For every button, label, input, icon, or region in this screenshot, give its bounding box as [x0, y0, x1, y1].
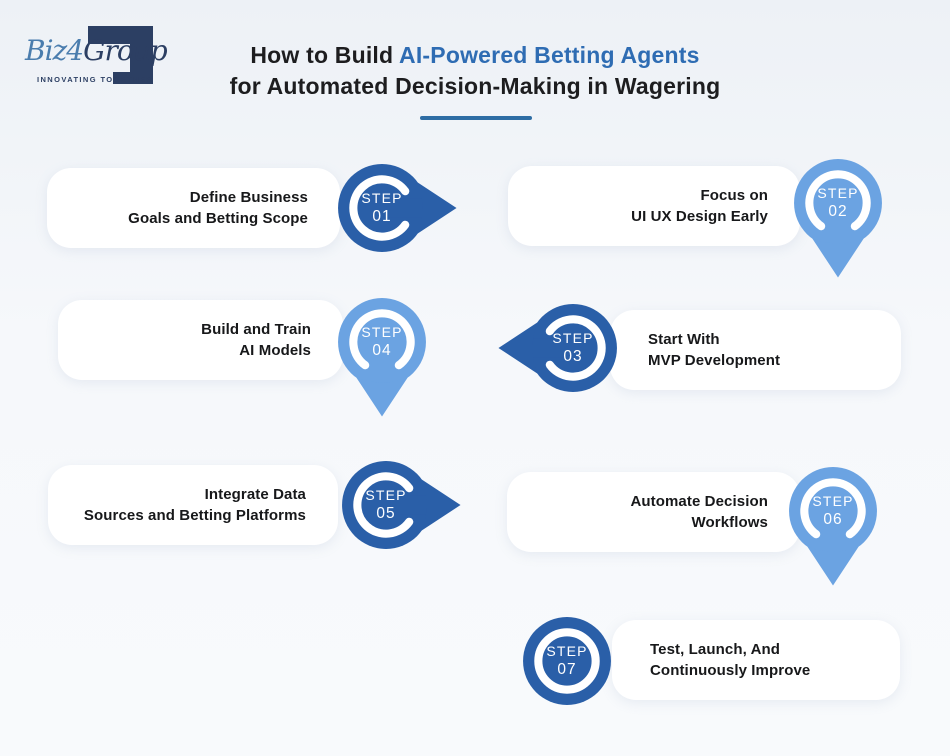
step-title: Start With MVP Development	[648, 331, 781, 369]
step-card-2: Focus on UI UX Design Early	[508, 166, 800, 246]
step-badge-3: STEP 03	[487, 262, 659, 434]
title-divider	[420, 116, 532, 120]
step-badge-4: STEP 04	[296, 256, 468, 428]
step-badge-label: STEP 02	[752, 117, 924, 289]
step-word: STEP	[812, 493, 854, 509]
title-plain-text: How to Build	[250, 42, 394, 68]
step-card-1: Define Business Goals and Betting Scope	[47, 168, 340, 248]
step-badge-label: STEP 03	[487, 262, 659, 434]
step-card-6: Automate Decision Workflows	[507, 472, 800, 552]
step-badge-label: STEP 05	[300, 419, 472, 591]
step-word: STEP	[361, 324, 403, 340]
step-title: Test, Launch, And Continuously Improve	[650, 641, 811, 679]
step-card-5: Integrate Data Sources and Betting Platf…	[48, 465, 338, 545]
step-badge-label: STEP 06	[747, 425, 919, 597]
step-number: 07	[557, 661, 577, 678]
step-title: Focus on UI UX Design Early	[631, 187, 768, 225]
brand-logo: Biz4Group INNOVATING TOGETHER	[25, 18, 175, 96]
logo-tagline: INNOVATING TOGETHER	[37, 75, 154, 84]
step-badge-6: STEP 06	[747, 425, 919, 597]
circular-arrow-down-icon	[338, 298, 426, 417]
title-highlight: AI-Powered Betting Agents	[399, 42, 700, 68]
logo-word-group: Group	[83, 34, 168, 67]
circular-arrow-right-icon	[342, 461, 461, 549]
step-number: 03	[563, 348, 583, 365]
logo-bracket-shape	[113, 72, 133, 84]
logo-wordmark: Biz4Group	[25, 34, 168, 67]
logo-word-biz: Biz	[25, 34, 67, 67]
step-badge-2: STEP 02	[752, 117, 924, 289]
step-word: STEP	[552, 330, 594, 346]
step-badge-label: STEP 01	[296, 122, 468, 294]
page-title: How to Build AI-Powered Betting Agents f…	[0, 40, 950, 102]
page-header: How to Build AI-Powered Betting Agents f…	[0, 40, 950, 102]
logo-bracket-shape	[130, 26, 153, 84]
step-badge-7: STEP 07	[481, 575, 653, 747]
step-card-4: Build and Train AI Models	[58, 300, 343, 380]
step-number: 01	[372, 208, 392, 225]
step-badge-label: STEP 07	[481, 575, 653, 747]
step-title: Automate Decision Workflows	[630, 493, 768, 531]
logo-word-4: 4	[66, 34, 84, 67]
title-line2: for Automated Decision-Making in Wagerin…	[229, 73, 721, 99]
step-badge-1: STEP 01	[296, 122, 468, 294]
step-title: Integrate Data Sources and Betting Platf…	[83, 486, 306, 524]
step-number: 04	[372, 342, 392, 359]
step-title: Build and Train AI Models	[201, 321, 311, 359]
step-badge-label: STEP 04	[296, 256, 468, 428]
step-word: STEP	[361, 190, 403, 206]
circular-arrow-down-icon	[794, 159, 882, 278]
step-card-3: Start With MVP Development	[610, 310, 901, 390]
circular-arrow-down-icon	[789, 467, 877, 586]
step-number: 06	[823, 511, 843, 528]
step-badge-5: STEP 05	[300, 419, 472, 591]
step-number: 05	[376, 505, 396, 522]
circular-arrow-left-icon	[498, 304, 617, 392]
step-word: STEP	[365, 487, 407, 503]
step-card-7: Test, Launch, And Continuously Improve	[612, 620, 900, 700]
circle-ring-icon	[523, 617, 611, 705]
step-title: Define Business Goals and Betting Scope	[128, 189, 308, 227]
step-word: STEP	[546, 643, 588, 659]
step-number: 02	[828, 203, 848, 220]
circular-arrow-right-icon	[338, 164, 457, 252]
step-word: STEP	[817, 185, 859, 201]
